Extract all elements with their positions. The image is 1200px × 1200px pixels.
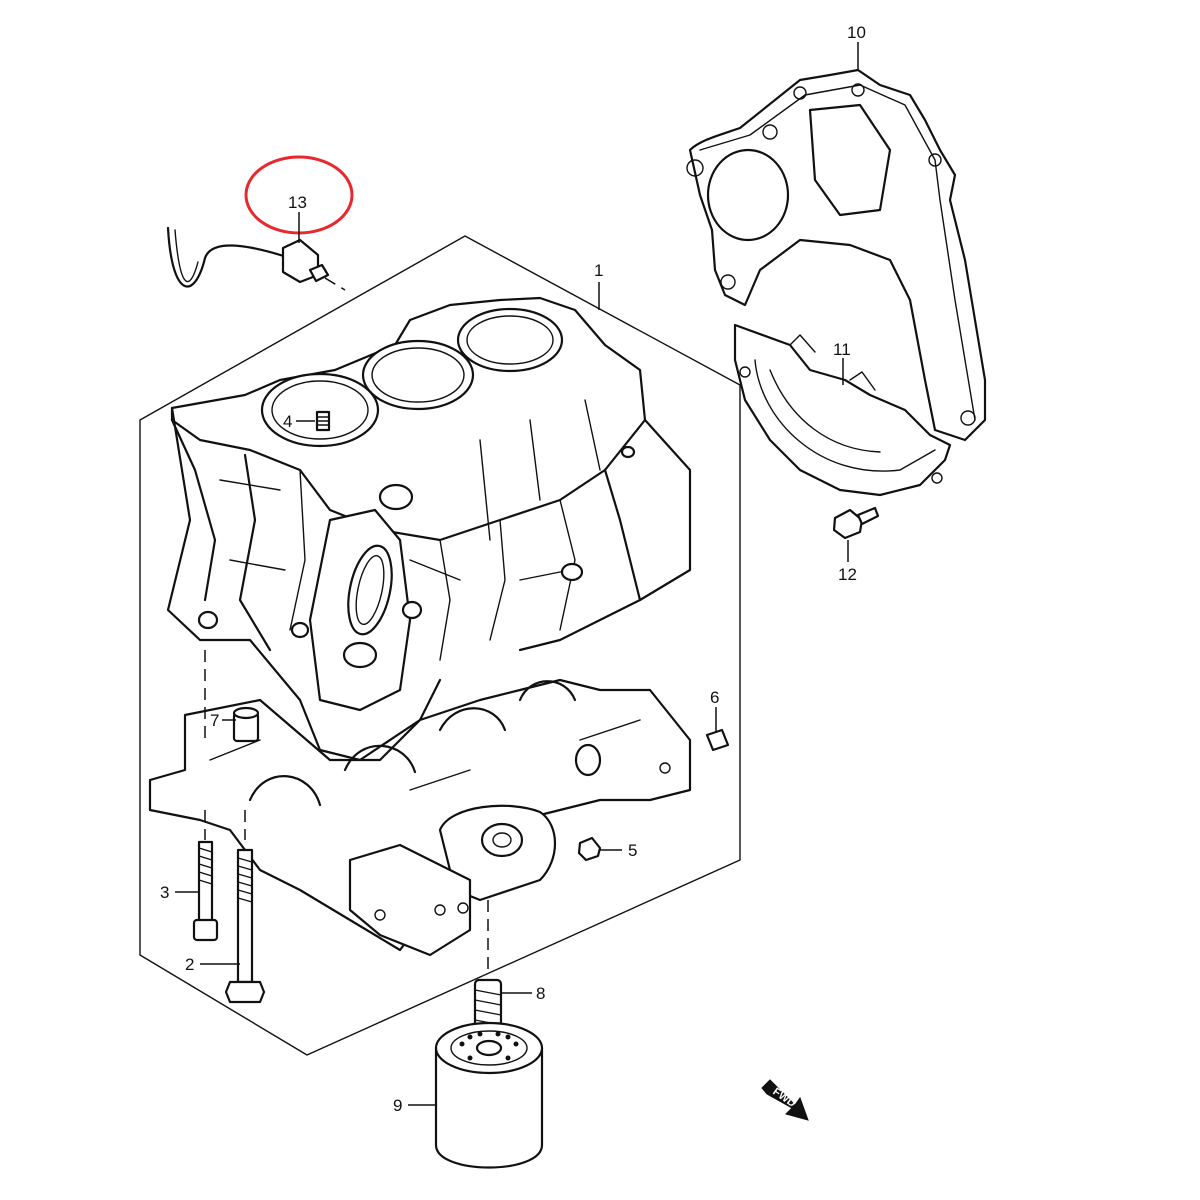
- callout-3: 3: [160, 883, 169, 902]
- lower-crankcase[interactable]: [148, 678, 692, 957]
- knock-sensor[interactable]: [166, 226, 346, 291]
- oil-filter-9[interactable]: [434, 1021, 544, 1169]
- callout-13: 13: [288, 193, 307, 212]
- callout-9: 9: [393, 1096, 402, 1115]
- callout-6: 6: [710, 688, 719, 707]
- bolt-12[interactable]: [832, 506, 880, 540]
- leader-lines: [175, 42, 859, 1106]
- bolt-2[interactable]: [224, 848, 266, 1004]
- callout-labels: 13 1 10 11 12 4 6 7 5 3 2 8 9: [160, 23, 866, 1115]
- callout-11: 11: [833, 340, 851, 359]
- callout-7: 7: [210, 711, 219, 730]
- callout-5: 5: [628, 841, 637, 860]
- cylinder-block[interactable]: [166, 296, 692, 762]
- callout-12: 12: [838, 565, 857, 584]
- callout-10: 10: [847, 23, 866, 42]
- bolt-3[interactable]: [192, 840, 219, 942]
- rear-plate-gasket[interactable]: [686, 68, 987, 442]
- assembly-lines: [204, 650, 489, 975]
- callout-8: 8: [536, 984, 545, 1003]
- callout-4: 4: [283, 412, 292, 431]
- callout-1: 1: [594, 261, 603, 280]
- assembly-frame: [139, 235, 741, 1056]
- oil-seal-housing[interactable]: [733, 323, 952, 497]
- fwd-arrow-icon: FWD: [761, 1079, 809, 1121]
- callout-2: 2: [185, 955, 194, 974]
- dowel-pin-4[interactable]: [315, 410, 331, 432]
- dowel-7[interactable]: [232, 706, 260, 743]
- plug-6[interactable]: [705, 728, 730, 752]
- plug-5[interactable]: [577, 836, 602, 862]
